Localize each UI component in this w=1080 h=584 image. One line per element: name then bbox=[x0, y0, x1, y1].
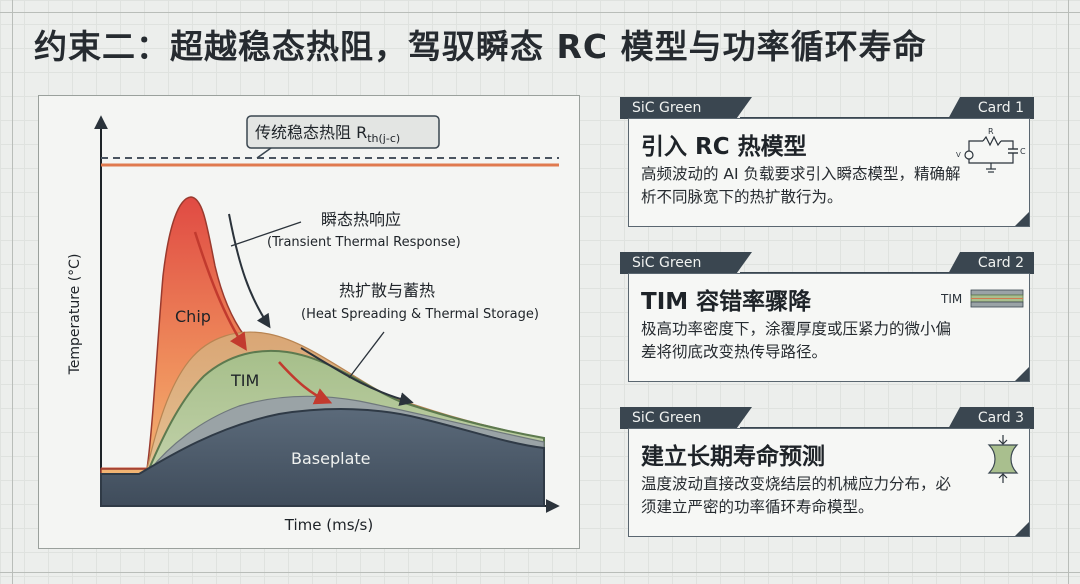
card-2-corner bbox=[1015, 367, 1029, 381]
card-1-label: Card 1 bbox=[948, 97, 1034, 119]
chip-label: Chip bbox=[175, 307, 211, 326]
heat-flow-arrow-2 bbox=[278, 361, 333, 405]
card-2-header: SiC Green Card 2 bbox=[620, 252, 1034, 274]
card-2-title: TIM 容错率骤降 bbox=[641, 289, 812, 315]
tim-layer-icon: TIM bbox=[941, 289, 1024, 308]
card-1-corner bbox=[1015, 212, 1029, 226]
page-title: 约束二：超越稳态热阻，驾驭瞬态 RC 模型与功率循环寿命 bbox=[34, 27, 927, 66]
thermal-diagram-panel: Temperature (°C) Time (ms/s) 传统稳态热阻 Rth(… bbox=[38, 95, 580, 549]
frame-top-line bbox=[0, 12, 1080, 13]
card-2-text: 极高功率密度下，涂覆厚度或压紧力的微小偏差将彻底改变热传导路径。 bbox=[641, 320, 952, 361]
rc-circuit-icon: R C V bbox=[956, 127, 1026, 173]
baseplate-area bbox=[100, 408, 545, 507]
card-3-tag: SiC Green bbox=[620, 407, 752, 429]
frame-right-line bbox=[1068, 0, 1069, 584]
transient-arrow bbox=[228, 213, 271, 329]
spreading-arrow bbox=[300, 347, 414, 406]
spreading-leader bbox=[348, 331, 385, 379]
card-3-header: SiC Green Card 3 bbox=[620, 407, 1034, 429]
card-1-tag: SiC Green bbox=[620, 97, 752, 119]
steady-label-main: 传统稳态热阻 R bbox=[255, 123, 367, 142]
thermal-response-diagram: Temperature (°C) Time (ms/s) 传统稳态热阻 Rth(… bbox=[67, 115, 560, 534]
heat-flow-arrow-1 bbox=[193, 231, 247, 351]
rc-icon-c: C bbox=[1020, 147, 1026, 156]
tim-icon-label: TIM bbox=[941, 292, 962, 306]
card-1-body: 引入 RC 热模型 高频波动的 AI 负载要求引入瞬态模型，精确解析不同脉宽下的… bbox=[628, 118, 1030, 227]
card-3-label: Card 3 bbox=[948, 407, 1034, 429]
stress-joint-icon bbox=[987, 435, 1019, 483]
x-axis-label: Time (ms/s) bbox=[284, 516, 373, 534]
card-3-title: 建立长期寿命预测 bbox=[641, 444, 825, 470]
transient-label-en: (Transient Thermal Response) bbox=[267, 235, 461, 250]
card-1-title: 引入 RC 热模型 bbox=[641, 134, 807, 160]
transient-leader bbox=[230, 221, 302, 247]
rc-icon-r: R bbox=[988, 127, 994, 136]
steady-label: 传统稳态热阻 Rth(j-c) bbox=[255, 123, 400, 145]
card-3: SiC Green Card 3 建立长期寿命预测 温度波动直接改变烧结层的机械… bbox=[620, 407, 1034, 541]
steady-label-leader bbox=[256, 147, 272, 159]
card-2-body: TIM 容错率骤降 极高功率密度下，涂覆厚度或压紧力的微小偏差将彻底改变热传导路… bbox=[628, 273, 1030, 382]
card-2-tag: SiC Green bbox=[620, 252, 752, 274]
card-3-text: 温度波动直接改变烧结层的机械应力分布，必须建立严密的功率循环寿命模型。 bbox=[641, 475, 952, 516]
card-1: SiC Green Card 1 引入 RC 热模型 高频波动的 AI 负载要求… bbox=[620, 97, 1034, 231]
transient-label-cn: 瞬态热响应 bbox=[321, 210, 401, 229]
frame-left-line bbox=[12, 0, 13, 584]
tim-label: TIM bbox=[230, 371, 259, 390]
card-3-corner bbox=[1015, 522, 1029, 536]
card-2-label: Card 2 bbox=[948, 252, 1034, 274]
steady-label-sub: th(j-c) bbox=[367, 132, 400, 145]
y-axis-label: Temperature (°C) bbox=[67, 254, 83, 376]
spreading-label-cn: 热扩散与蓄热 bbox=[339, 281, 435, 300]
card-1-text: 高频波动的 AI 负载要求引入瞬态模型，精确解析不同脉宽下的热扩散行为。 bbox=[641, 165, 961, 206]
spreading-label-en: (Heat Spreading & Thermal Storage) bbox=[301, 307, 539, 322]
card-1-header: SiC Green Card 1 bbox=[620, 97, 1034, 119]
steady-label-box bbox=[246, 115, 440, 149]
baseplate-label: Baseplate bbox=[291, 449, 370, 468]
frame-bottom-line bbox=[0, 572, 1080, 573]
rc-icon-v: V bbox=[956, 151, 961, 159]
card-2: SiC Green Card 2 TIM 容错率骤降 极高功率密度下，涂覆厚度或… bbox=[620, 252, 1034, 386]
card-3-body: 建立长期寿命预测 温度波动直接改变烧结层的机械应力分布，必须建立严密的功率循环寿… bbox=[628, 428, 1030, 537]
